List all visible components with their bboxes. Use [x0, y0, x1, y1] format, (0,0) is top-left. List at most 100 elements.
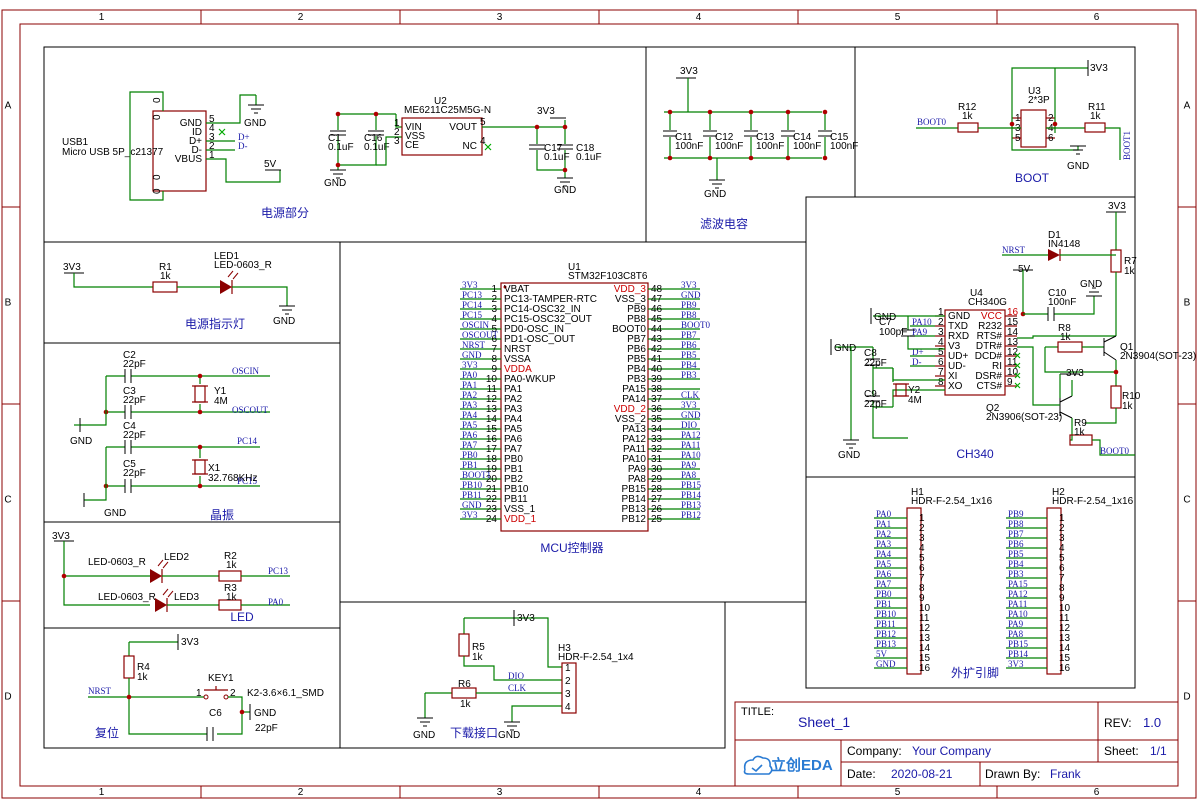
frame-row-left: A	[5, 101, 12, 112]
mcu-left-net-label: PB11	[462, 490, 482, 500]
frame-col-top: 4	[696, 12, 702, 23]
u2-pin-number: 4	[480, 136, 486, 147]
sheet-label: Sheet:	[1104, 744, 1139, 758]
h2-pin-number: 1	[1059, 513, 1065, 524]
r8-body	[1057, 341, 1083, 353]
filter-cap-ref: C15	[830, 132, 849, 143]
mcu-pin-number: 32	[651, 444, 663, 455]
h2-net-label: PB14	[1008, 649, 1029, 659]
sheet-title: Sheet_1	[798, 714, 850, 730]
y1-ref: Y1	[214, 386, 227, 397]
mcu-pin-number: 42	[651, 344, 663, 355]
r12-body	[957, 122, 979, 133]
sheet-value: 1/1	[1150, 744, 1167, 758]
led2-value: LED-0603_R	[88, 557, 146, 568]
filter-section-title: 滤波电容	[700, 216, 748, 231]
u4-body	[944, 309, 1006, 396]
mcu-pin-number: 31	[651, 454, 663, 465]
x1-body	[194, 459, 206, 475]
download-section: 3V3 R5 1k DIO GND R6 1k CLK GND H3 HDR-F…	[413, 610, 634, 741]
u2-pin-number: 2	[394, 127, 400, 138]
mcu-pin-name: PA9	[628, 464, 647, 475]
u1-value: STM32F103C8T6	[568, 271, 648, 282]
mcu-left-net-label: PA5	[462, 420, 478, 430]
mcu-right-net-label: CLK	[681, 390, 700, 400]
mcu-left-net-label: 3V3	[462, 360, 478, 370]
h1-net-label: PA4	[876, 549, 892, 559]
crystal-section: C2 22pF OSCIN C3 22pF OSCOUT Y1 4M GND C…	[70, 350, 270, 519]
u2-pin-name: NC	[463, 141, 477, 152]
h2-net-label: PB6	[1008, 539, 1024, 549]
mcu-section: U1 STM32F103C8T6 VBAT13V3PC13-TAMPER-RTC…	[460, 262, 710, 532]
c10-value: 100nF	[1048, 297, 1076, 308]
ch340-pin-name: CTS#	[976, 381, 1002, 392]
q1-ref: Q1	[1120, 342, 1134, 353]
ch340-pin-number: 7	[938, 367, 944, 378]
mcu-right-net-label: PB6	[681, 340, 697, 350]
h1-pin-number: 14	[919, 643, 931, 654]
ch340-pin-name: TXD	[948, 321, 968, 332]
usb-gnd-label: GND	[244, 118, 266, 129]
mcu-pin-name: BOOT0	[612, 324, 646, 335]
mcu-left-net-label: PC15	[462, 310, 483, 320]
y1-body	[194, 385, 206, 403]
usb1-pin-number: 1	[209, 150, 215, 161]
mcu-left-net-label: PA1	[462, 380, 477, 390]
mcu-right-net-label: GND	[681, 410, 701, 420]
r1-ref: R1	[159, 262, 172, 273]
ch340-pin-name: DTR#	[976, 341, 1003, 352]
frame-row-left: B	[5, 298, 12, 309]
h3-pin-number: 3	[565, 689, 571, 700]
u3-body	[1020, 109, 1047, 148]
ch340-pin-name: VCC	[981, 311, 1002, 322]
mcu-section-title: MCU控制器	[540, 541, 603, 555]
ch340-pin-name: V3	[948, 341, 961, 352]
mcu-pin-name: PC15-OSC32_OUT	[504, 314, 592, 325]
mcu-pin-number: 33	[651, 434, 663, 445]
led-3v3-label: 3V3	[52, 531, 70, 542]
r10-value: 1k	[1122, 401, 1134, 412]
ch340-pin-name: GND	[948, 311, 970, 322]
mcu-pin-name: PA3	[504, 404, 523, 415]
mcu-pin-number: 36	[651, 404, 663, 415]
c1-ref: C1	[328, 133, 341, 144]
mcu-pin-name: PA2	[504, 394, 523, 405]
h1-pin-number: 9	[919, 593, 925, 604]
usb1-pin-number: 2	[209, 141, 215, 152]
h1-pin-number: 3	[919, 533, 925, 544]
mcu-pin-name: PB0	[504, 454, 523, 465]
ch340-pin-number: 3	[938, 327, 944, 338]
net-label-clk: CLK	[508, 683, 527, 693]
usb1-pin-name: VBUS	[175, 154, 203, 165]
u3-pin-number: 5	[1015, 133, 1021, 144]
h2-pin-number: 13	[1059, 633, 1071, 644]
ch340-pin-number: 5	[938, 347, 944, 358]
ch-gnd1-label: GND	[1080, 279, 1102, 290]
h2-pin-number: 15	[1059, 653, 1071, 664]
usb1-pin-name: D+	[189, 136, 202, 147]
ch340-pin-name: UD-	[948, 361, 966, 372]
h1-net-label: PA0	[876, 509, 892, 519]
frame-col-top: 1	[99, 12, 105, 23]
mcu-pin-number: 24	[486, 514, 498, 525]
led-section-title: LED	[230, 610, 254, 624]
mcu-pin-name: PA13	[622, 424, 646, 435]
h1-pin-number: 15	[919, 653, 931, 664]
net-label-pc13: PC13	[268, 566, 289, 576]
h1-pin-number: 7	[919, 573, 925, 584]
no-connect-mark	[1014, 362, 1021, 369]
ch340-pin-name: DSR#	[975, 371, 1002, 382]
ch340-pin-number: 4	[938, 337, 944, 348]
mcu-left-net-label: PB0	[462, 450, 478, 460]
r11-value: 1k	[1090, 111, 1102, 122]
q2-value: 2N3906(SOT-23)	[986, 412, 1062, 423]
ch340-pin-name: RTS#	[977, 331, 1003, 342]
y2-ref: Y2	[908, 385, 921, 396]
mcu-left-net-label: GND	[462, 500, 482, 510]
h1-net-label: PA5	[876, 559, 892, 569]
filter-section: 3V3 C11100nFC12100nFC13100nFC14100nFC151…	[663, 66, 858, 200]
mcu-pin-number: 46	[651, 304, 663, 315]
c3-ref: C3	[123, 386, 136, 397]
mcu-pin-name: PA8	[628, 474, 647, 485]
mcu-left-net-label: PA2	[462, 390, 477, 400]
